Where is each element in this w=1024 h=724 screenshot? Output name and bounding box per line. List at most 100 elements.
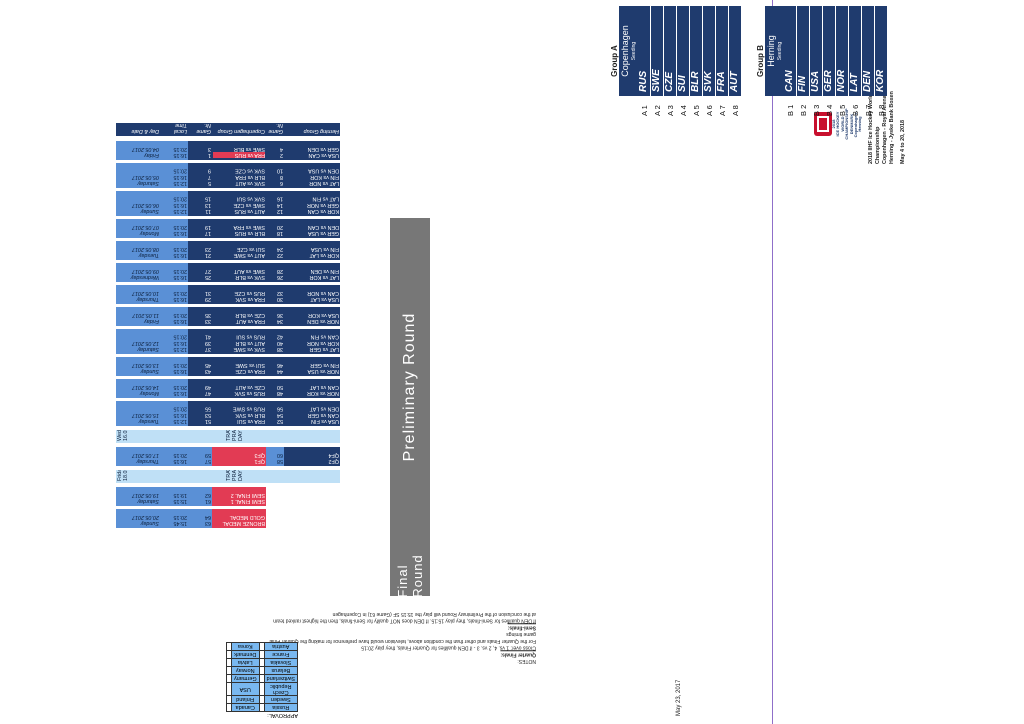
banner-label: Final Round	[395, 554, 425, 598]
date-value: 12.05.2017	[132, 339, 159, 346]
schedule-header-cell: Game Nr.	[266, 122, 284, 136]
title-line: Herning - Jyske Bank Boxen	[889, 91, 896, 164]
title-dates: May 4 to 20, 2018	[900, 119, 907, 164]
seed-label: A 2	[653, 105, 662, 116]
game-number: 21	[205, 252, 211, 258]
matchup: FRA vs SVK	[235, 296, 265, 302]
game-number: 42	[277, 333, 283, 340]
time-value: 12:15	[173, 346, 188, 352]
time-value: 20:15	[173, 311, 188, 318]
signature-box	[259, 658, 265, 667]
matchup: SWE vs AUT	[233, 267, 265, 274]
day-name: Saturday	[137, 180, 159, 186]
game-number: 57	[205, 458, 211, 464]
group-a-seeding: Seeding	[631, 6, 638, 96]
matchup: CAN vs GER	[307, 411, 339, 418]
matchup: LAT vs KOR	[309, 274, 339, 280]
day-name: Friday	[144, 318, 159, 324]
day-name: Monday	[139, 230, 159, 236]
travel-label: TRAVEL & PRACTICE DAY	[226, 430, 245, 441]
time-value: 20:15	[173, 245, 188, 252]
matchup: RUS vs SVK	[234, 390, 265, 396]
game-number: 36	[277, 311, 283, 318]
group-a-title: Group A	[610, 45, 619, 77]
game-number: 63	[205, 520, 211, 526]
date-value: 05.05.2017	[132, 173, 159, 180]
game-number: 20	[277, 223, 283, 230]
time-value: 20:15	[173, 361, 188, 368]
time-value: 12:15	[173, 208, 188, 214]
seed-label: B 3	[812, 104, 821, 116]
seed-label: A 7	[718, 105, 727, 116]
approval-country: Belarus	[264, 666, 298, 675]
final-round-banner: Final Round	[390, 554, 430, 598]
approval-heading: APPROVAL:	[267, 712, 298, 718]
group-b-city: Herning	[765, 6, 777, 96]
day-name: Sunday	[140, 520, 159, 526]
day-name: Tuesday	[138, 418, 159, 424]
time-value: 20:15	[173, 405, 188, 412]
game-number: 54	[277, 411, 283, 418]
matchup: SWE vs CZE	[233, 201, 265, 208]
date-value: 15.05.2017	[132, 411, 159, 418]
matchup: CZE vs AUT	[235, 383, 265, 390]
notes-section: NOTES:Quarter Finals:Cross over: 1 vs. 4…	[116, 611, 536, 664]
matchup: USA vs KOR	[308, 311, 339, 318]
matchup: GER vs DEN	[307, 145, 339, 152]
game-number: 11	[205, 208, 211, 214]
matchup: DEN vs USA	[308, 167, 339, 174]
game-number: 25	[205, 274, 211, 280]
signature-box	[226, 674, 232, 683]
signature-box	[226, 682, 232, 696]
approval-country: Russia	[264, 703, 298, 712]
signature-box	[226, 650, 232, 659]
schedule-header-cell: Herning Group	[284, 122, 340, 136]
seed-label: B 6	[851, 104, 860, 116]
game-number: 53	[205, 411, 211, 418]
signature-box	[259, 674, 265, 683]
game-number: 64	[205, 513, 211, 520]
time-value: 16:15	[173, 411, 188, 418]
approval-country: USA	[231, 682, 260, 696]
game-number: 14	[277, 201, 283, 208]
time-value: 16:15	[173, 230, 188, 236]
matchup: LAT vs GER	[309, 346, 339, 352]
game-number: 13	[205, 201, 211, 208]
signature-box	[226, 658, 232, 667]
team-code: FIN	[797, 6, 810, 96]
date-value: 13.05.2017	[132, 361, 159, 368]
team-code: CZE	[664, 6, 677, 96]
